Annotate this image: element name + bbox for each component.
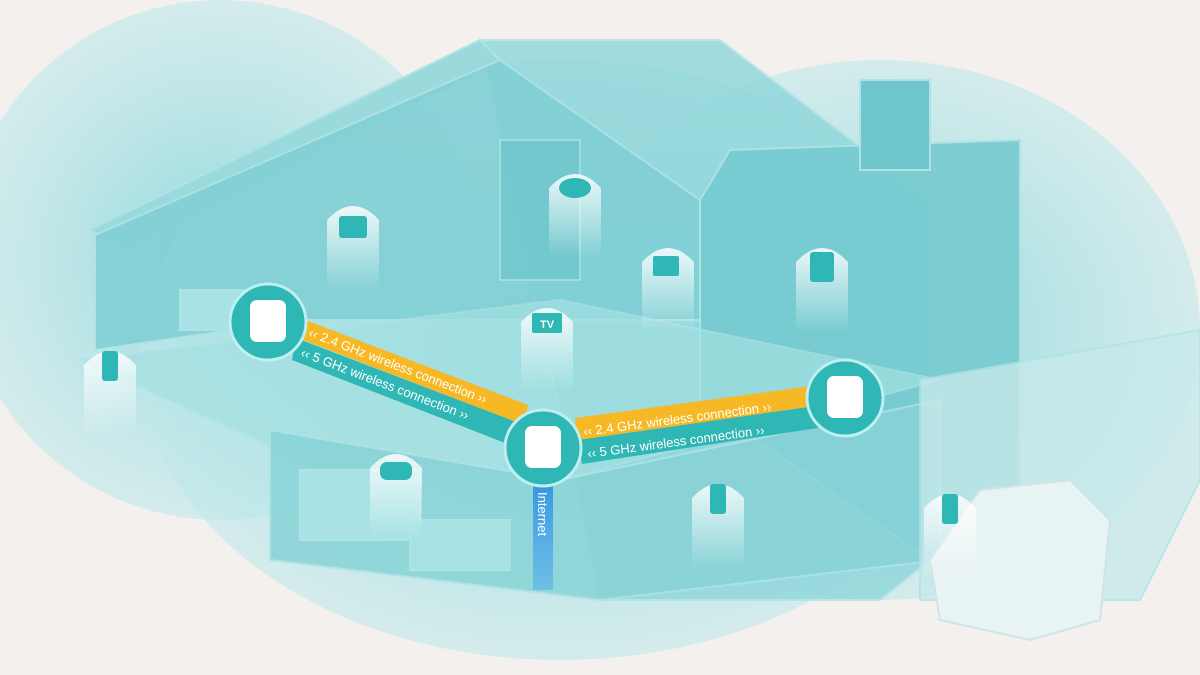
phone-icon — [942, 494, 958, 524]
house-illustration — [76, 38, 1200, 602]
phone-icon — [102, 351, 118, 381]
device-game-console — [327, 206, 379, 290]
computer-icon — [653, 256, 679, 276]
device-phone-center — [692, 484, 744, 568]
tablet-icon — [810, 252, 834, 282]
gamepad-icon — [380, 462, 412, 480]
router-icon — [250, 300, 286, 342]
device-gamepad — [370, 454, 422, 538]
router-main[interactable] — [503, 408, 583, 488]
link-main-to-right: ‹‹ 2.4 GHz wireless connection ›› ‹‹ 5 G… — [575, 386, 818, 464]
internet-label: Internet — [535, 492, 550, 536]
device-cloud-storage — [549, 174, 601, 258]
tv-label: TV — [540, 319, 555, 331]
router-icon — [525, 426, 561, 468]
router-right[interactable] — [805, 358, 885, 438]
router-left[interactable] — [228, 282, 308, 362]
internet-cable: Internet — [533, 470, 553, 590]
router-icon — [827, 376, 863, 418]
device-computer — [642, 248, 694, 332]
device-phone-left — [84, 351, 136, 435]
device-phone-garage — [924, 494, 976, 578]
device-tablet — [796, 248, 848, 332]
game-console-icon — [339, 216, 367, 238]
phone-icon — [710, 484, 726, 514]
device-tv: TV — [521, 308, 573, 392]
tv-icon — [532, 313, 562, 333]
cloud-storage-icon — [559, 178, 591, 198]
